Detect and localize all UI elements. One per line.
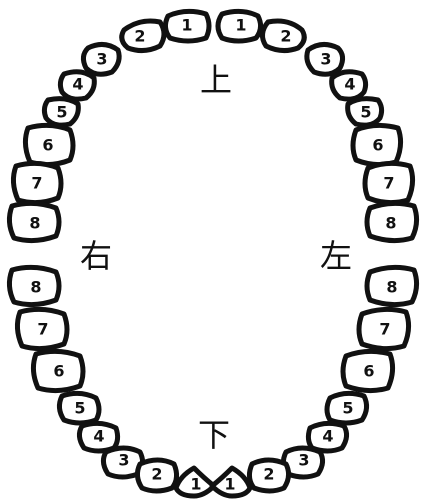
tooth-lower-right-8[interactable]: 8 [9, 267, 59, 304]
tooth-number: 3 [96, 50, 107, 69]
tooth-number: 1 [224, 475, 235, 494]
tooth-number: 8 [30, 278, 41, 297]
tooth-lower-left-1[interactable]: 1 [212, 468, 250, 496]
tooth-number: 4 [344, 75, 355, 94]
tooth-number: 2 [263, 465, 274, 484]
tooth-number: 2 [134, 27, 145, 46]
upper-left-teeth: 1 2 3 4 5 6 7 8 [218, 11, 417, 240]
tooth-lower-right-5[interactable]: 5 [59, 393, 99, 423]
tooth-number: 1 [190, 475, 201, 494]
upper-label: 上 [200, 61, 232, 99]
tooth-number: 7 [31, 174, 42, 193]
tooth-upper-right-7[interactable]: 7 [13, 163, 61, 202]
tooth-lower-left-7[interactable]: 7 [359, 309, 409, 348]
tooth-number: 4 [72, 75, 83, 94]
tooth-upper-left-7[interactable]: 7 [365, 163, 413, 202]
tooth-upper-right-2[interactable]: 2 [122, 21, 164, 51]
tooth-number: 4 [93, 427, 104, 446]
tooth-upper-left-8[interactable]: 8 [367, 203, 417, 240]
lower-left-teeth: 8 7 6 5 4 3 2 1 [212, 267, 417, 496]
tooth-number: 2 [151, 465, 162, 484]
tooth-upper-right-4[interactable]: 4 [60, 72, 94, 99]
left-label: 左 [320, 237, 352, 275]
tooth-upper-left-4[interactable]: 4 [332, 72, 366, 99]
tooth-number: 8 [29, 214, 40, 233]
tooth-lower-left-2[interactable]: 2 [249, 460, 288, 491]
tooth-number: 3 [320, 50, 331, 69]
tooth-number: 8 [385, 214, 396, 233]
tooth-number: 6 [372, 136, 383, 155]
tooth-lower-right-7[interactable]: 7 [17, 309, 67, 348]
tooth-number: 4 [322, 427, 333, 446]
tooth-lower-left-8[interactable]: 8 [367, 267, 417, 304]
tooth-upper-left-1[interactable]: 1 [218, 11, 261, 41]
tooth-number: 6 [363, 362, 374, 381]
tooth-lower-left-5[interactable]: 5 [327, 393, 367, 423]
tooth-number: 5 [342, 399, 353, 418]
tooth-number: 7 [379, 320, 390, 339]
tooth-number: 5 [360, 103, 371, 122]
tooth-number: 1 [181, 16, 192, 35]
tooth-upper-left-2[interactable]: 2 [262, 21, 304, 51]
tooth-number: 7 [37, 320, 48, 339]
tooth-upper-right-5[interactable]: 5 [44, 99, 78, 125]
tooth-lower-right-1[interactable]: 1 [176, 468, 214, 496]
tooth-number: 6 [42, 136, 53, 155]
tooth-number: 8 [386, 278, 397, 297]
tooth-number: 6 [53, 362, 64, 381]
tooth-upper-right-1[interactable]: 1 [165, 11, 209, 41]
tooth-upper-right-8[interactable]: 8 [9, 203, 59, 240]
tooth-upper-left-3[interactable]: 3 [307, 44, 343, 74]
tooth-number: 1 [235, 16, 246, 35]
tooth-number: 7 [383, 174, 394, 193]
tooth-number: 3 [298, 451, 309, 470]
right-label: 右 [80, 237, 112, 275]
tooth-lower-right-4[interactable]: 4 [79, 423, 117, 451]
tooth-upper-right-3[interactable]: 3 [83, 44, 119, 74]
tooth-number: 3 [118, 451, 129, 470]
upper-right-teeth: 1 2 3 4 5 6 7 8 [9, 11, 209, 240]
tooth-lower-left-6[interactable]: 6 [343, 351, 393, 390]
tooth-lower-right-2[interactable]: 2 [137, 460, 176, 491]
tooth-number: 5 [74, 399, 85, 418]
tooth-lower-right-6[interactable]: 6 [33, 351, 83, 390]
tooth-number: 5 [56, 103, 67, 122]
lower-right-teeth: 8 7 6 5 4 3 2 1 [9, 267, 214, 496]
tooth-upper-left-5[interactable]: 5 [348, 99, 382, 125]
tooth-lower-left-4[interactable]: 4 [308, 423, 346, 451]
tooth-upper-right-6[interactable]: 6 [25, 125, 73, 164]
tooth-upper-left-6[interactable]: 6 [353, 125, 401, 164]
tooth-number: 2 [280, 27, 291, 46]
lower-label: 下 [198, 416, 230, 454]
